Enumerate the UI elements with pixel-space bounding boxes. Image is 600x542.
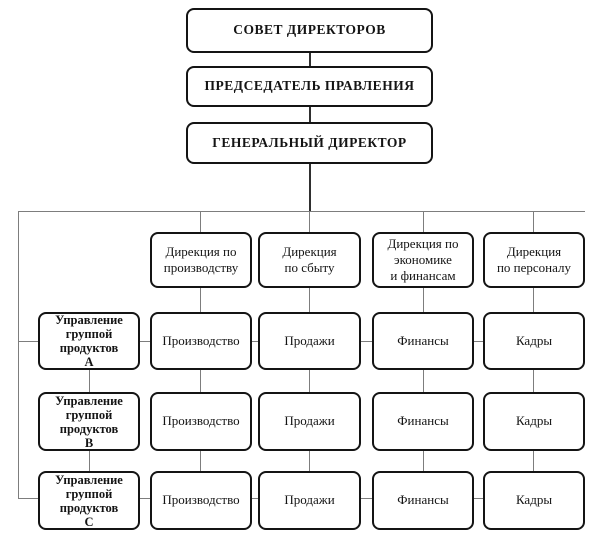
box-board-of-directors: СОВЕТ ДИРЕКТОРОВ bbox=[186, 8, 433, 53]
connector-director-grid bbox=[309, 164, 311, 211]
connector-main-horizontal bbox=[18, 211, 585, 212]
connector-personnel-row-c bbox=[533, 451, 534, 471]
connector-to-directorate-economics bbox=[423, 211, 424, 232]
cell-sales-group-a: Продажи bbox=[258, 312, 361, 370]
connector-economics-row-a bbox=[423, 288, 424, 312]
box-chairman-of-the-board: ПРЕДСЕДАТЕЛЬ ПРАВЛЕНИЯ bbox=[186, 66, 433, 107]
cell-production-group-b: Производство bbox=[150, 392, 252, 451]
connector-to-directorate-sales bbox=[309, 211, 310, 232]
cell-hr-group-c: Кадры bbox=[483, 471, 585, 530]
connector-row-c-group-production bbox=[140, 498, 150, 499]
cell-production-group-c: Производство bbox=[150, 471, 252, 530]
connector-to-directorate-production bbox=[200, 211, 201, 232]
connector-economics-row-c bbox=[423, 451, 424, 471]
cell-sales-group-c: Продажи bbox=[258, 471, 361, 530]
connector-production-row-b bbox=[200, 370, 201, 392]
box-directorate-production: Дирекция по производству bbox=[150, 232, 252, 288]
cell-hr-group-b: Кадры bbox=[483, 392, 585, 451]
box-directorate-personnel: Дирекция по персоналу bbox=[483, 232, 585, 288]
box-product-group-a: Управление группой продуктов А bbox=[38, 312, 140, 370]
box-general-director: ГЕНЕРАЛЬНЫЙ ДИРЕКТОР bbox=[186, 122, 433, 164]
cell-finance-group-a: Финансы bbox=[372, 312, 474, 370]
connector-left-to-group-a bbox=[18, 341, 38, 342]
connector-left-to-group-c bbox=[18, 498, 38, 499]
connector-row-c-finance-hr bbox=[474, 498, 483, 499]
box-product-group-b: Управление группой продуктов В bbox=[38, 392, 140, 451]
connector-row-a-sales-finance bbox=[361, 341, 372, 342]
connector-production-row-c bbox=[200, 451, 201, 471]
connector-row-a-group-production bbox=[140, 341, 150, 342]
connector-row-a-finance-hr bbox=[474, 341, 483, 342]
connector-row-c-sales-finance bbox=[361, 498, 372, 499]
cell-sales-group-b: Продажи bbox=[258, 392, 361, 451]
box-product-group-c: Управление группой продуктов С bbox=[38, 471, 140, 530]
cell-finance-group-b: Финансы bbox=[372, 392, 474, 451]
connector-economics-row-b bbox=[423, 370, 424, 392]
connector-production-row-a bbox=[200, 288, 201, 312]
connector-personnel-row-b bbox=[533, 370, 534, 392]
connector-board-chairman bbox=[309, 53, 311, 66]
cell-production-group-a: Производство bbox=[150, 312, 252, 370]
connector-to-directorate-personnel bbox=[533, 211, 534, 232]
connector-personnel-row-a bbox=[533, 288, 534, 312]
cell-finance-group-c: Финансы bbox=[372, 471, 474, 530]
connector-row-a-production-sales bbox=[252, 341, 258, 342]
cell-hr-group-a: Кадры bbox=[483, 312, 585, 370]
box-directorate-economics-finance: Дирекция по экономике и финансам bbox=[372, 232, 474, 288]
connector-group-b-c bbox=[89, 451, 90, 471]
connector-chairman-director bbox=[309, 107, 311, 122]
connector-sales-row-b bbox=[309, 370, 310, 392]
box-directorate-sales: Дирекция по сбыту bbox=[258, 232, 361, 288]
connector-group-a-b bbox=[89, 370, 90, 392]
connector-sales-row-a bbox=[309, 288, 310, 312]
connector-sales-row-c bbox=[309, 451, 310, 471]
connector-left-vertical bbox=[18, 211, 19, 498]
connector-row-c-production-sales bbox=[252, 498, 258, 499]
